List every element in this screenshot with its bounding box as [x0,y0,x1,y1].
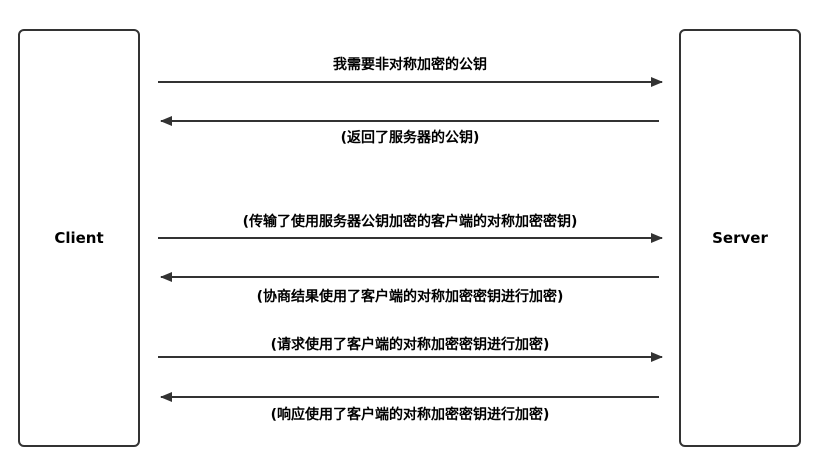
message-label-2: (返回了服务器的公钥) [340,130,480,146]
server-label: Server [712,229,768,247]
message-label-5: (请求使用了客户端的对称加密密钥进行加密) [270,337,550,353]
server-box: Server [679,29,801,447]
client-box: Client [18,29,140,447]
message-label-6: (响应使用了客户端的对称加密密钥进行加密) [270,407,550,423]
message-label-3: (传输了使用服务器公钥加密的客户端的对称加密密钥) [242,214,578,230]
message-label-4: (协商结果使用了客户端的对称加密密钥进行加密) [256,289,564,305]
client-label: Client [54,229,104,247]
message-label-1: 我需要非对称加密的公钥 [333,57,487,73]
